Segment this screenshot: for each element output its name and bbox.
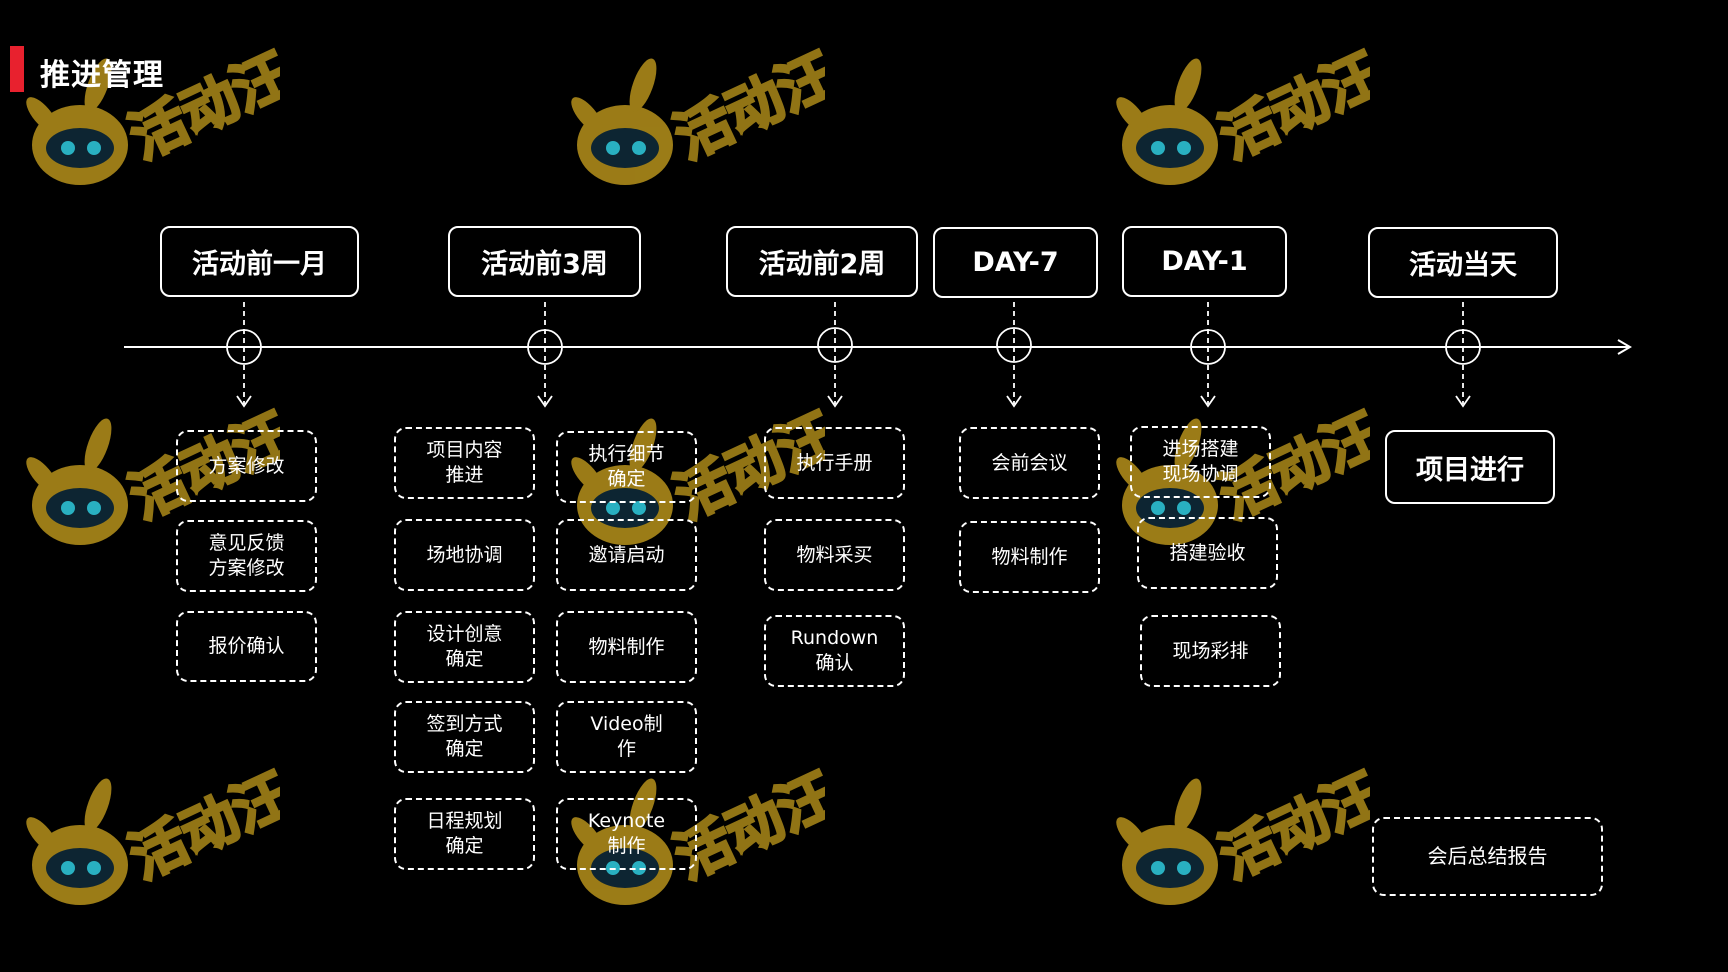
timeline-marker: [226, 302, 262, 408]
watermark-logo: 活动汪: [26, 760, 280, 905]
timeline-marker: [527, 302, 563, 408]
timeline-marker: [1445, 302, 1481, 408]
task-box: 执行手册: [764, 427, 905, 499]
task-box: 物料制作: [556, 611, 697, 683]
timeline-marker: [1190, 302, 1226, 408]
phase-day-minus-7: DAY-7: [933, 227, 1098, 298]
task-box: Video制 作: [556, 701, 697, 773]
task-box: 项目内容 推进: [394, 427, 535, 499]
phase-3-weeks-before: 活动前3周: [448, 226, 641, 297]
task-box: 意见反馈 方案修改: [176, 520, 317, 592]
watermark-logo: 活动汪: [26, 400, 280, 545]
task-box: 签到方式 确定: [394, 701, 535, 773]
phase-day-minus-1: DAY-1: [1122, 226, 1287, 297]
task-box: 设计创意 确定: [394, 611, 535, 683]
watermark-logo: 活动汪: [1116, 760, 1370, 905]
watermark-logo: 活动汪: [571, 40, 825, 185]
task-box: 方案修改: [176, 430, 317, 502]
phase-month-before: 活动前一月: [160, 226, 359, 297]
page-title: 推进管理: [40, 58, 164, 93]
watermark-logo: 活动汪: [1116, 40, 1370, 185]
task-box: 会前会议: [959, 427, 1100, 499]
task-project-execution: 项目进行: [1385, 430, 1555, 504]
task-box: 场地协调: [394, 519, 535, 591]
task-post-event-report: 会后总结报告: [1372, 817, 1603, 896]
task-box: Keynote 制作: [556, 798, 697, 870]
timeline-arrowhead: [1617, 339, 1632, 355]
watermark-logo: 活动汪: [26, 40, 280, 185]
watermark-logo: 活动汪: [571, 760, 825, 905]
timeline-marker: [996, 302, 1032, 408]
title-accent-bar: [10, 46, 24, 92]
task-box: 搭建验收: [1137, 517, 1278, 589]
watermark-logo: 活动汪: [571, 400, 825, 545]
task-box: 邀请启动: [556, 519, 697, 591]
task-box: 物料制作: [959, 521, 1100, 593]
task-box: Rundown 确认: [764, 615, 905, 687]
task-box: 日程规划 确定: [394, 798, 535, 870]
task-box: 报价确认: [176, 611, 317, 682]
task-box: 进场搭建 现场协调: [1130, 426, 1271, 498]
phase-2-weeks-before: 活动前2周: [726, 226, 918, 297]
phase-event-day: 活动当天: [1368, 227, 1558, 298]
task-box: 现场彩排: [1140, 615, 1281, 687]
task-box: 物料采买: [764, 519, 905, 591]
timeline-marker: [817, 302, 853, 408]
task-box: 执行细节 确定: [556, 431, 697, 503]
